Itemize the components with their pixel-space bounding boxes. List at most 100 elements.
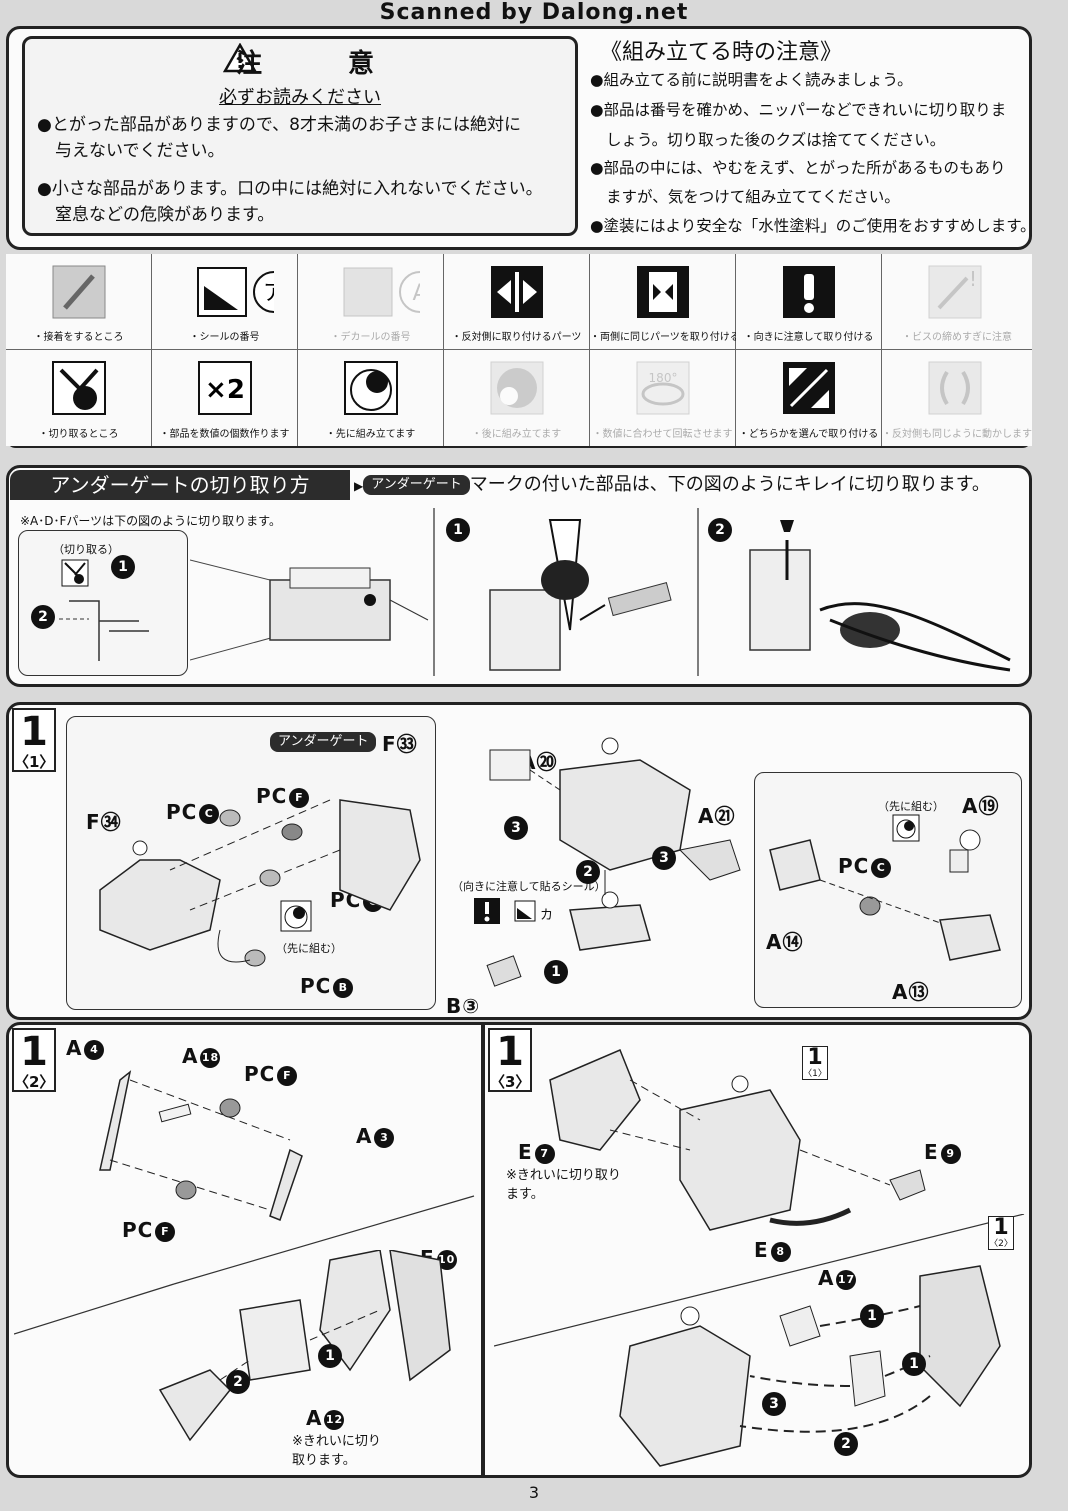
step-1-3-number: 1 〈3〉 <box>488 1028 532 1092</box>
sequence-2: 2 <box>576 860 600 884</box>
undergate-step-1: 1 <box>446 518 470 542</box>
scan-header: Scanned by Dalong.net <box>379 0 689 25</box>
legend-assemble-later: ・後に組み立てます <box>444 350 590 446</box>
step-1-2-number: 1 〈2〉 <box>12 1028 56 1092</box>
legend-orientation: ・向きに注意して取り付ける <box>736 254 882 350</box>
assembly-note-3: しょう。切り取った後のクズは捨ててください。 <box>606 131 946 149</box>
sequence-3: 3 <box>504 816 528 840</box>
caution-box: 注 意 必ずお読みください ●とがった部品がありますので、8才未満のお子さまには… <box>22 36 578 236</box>
legend-label: ・両側に同じパーツを取り付ける <box>590 332 740 343</box>
part-label-F33: F㉝ <box>382 732 418 756</box>
sticker-icon <box>514 900 536 922</box>
assembly-note-2: ●部品は番号を確かめ、ニッパーなどできれいに切り取りま <box>590 101 1007 119</box>
legend-label: ・切り取るところ <box>38 429 119 440</box>
svg-text:ア: ア <box>263 281 274 306</box>
caution-title: 注 意 <box>235 49 404 79</box>
legend-screw: ! ・ビスの締めすぎに注意 <box>882 254 1032 350</box>
first-assemble-note: （先に組む） <box>276 942 342 955</box>
part-label-A13: A⑬ <box>892 980 930 1004</box>
legend-label: ・接着をするところ <box>33 332 124 343</box>
step-1-1-number: 1 〈1〉 <box>12 708 56 772</box>
assemble-first-icon <box>892 814 920 842</box>
step-number: 1 <box>496 1029 524 1075</box>
brush-icon <box>52 265 106 319</box>
body-assembly-drawing <box>549 1049 926 1231</box>
multiply-two-icon: ×2 <box>198 361 252 415</box>
sticker-icon: ア <box>197 267 274 317</box>
step-1-1-subassembly-right <box>754 772 1022 1008</box>
legend-label: ・数値に合わせて回転させます <box>592 429 733 440</box>
caution-subtitle: 必ずお読みください <box>219 87 381 108</box>
nipper-icon <box>61 559 89 587</box>
assembly-notes-title: 《組み立てる時の注意》 <box>600 40 843 65</box>
svg-text:×2: ×2 <box>205 375 245 405</box>
part-label-F34: F㉞ <box>86 810 122 834</box>
reference-step-1-2: 1〈2〉 <box>988 1215 1014 1250</box>
caution-line-2: 与えないでください。 <box>55 141 225 161</box>
final-assembly-drawing <box>619 1265 1001 1467</box>
svg-text:A: A <box>412 281 420 306</box>
assemble-first-icon <box>344 361 398 415</box>
step-substep: 〈2〉 <box>14 1073 55 1091</box>
step-panel <box>6 1022 484 1478</box>
part-label-B3: B③ <box>446 994 481 1018</box>
sequence-1: 1 <box>902 1352 926 1376</box>
legend-sticker: ア ・シールの番号 <box>152 254 298 350</box>
cut-step-1: 1 <box>111 555 135 579</box>
legend-both-sides: ・両側に同じパーツを取り付ける <box>590 254 740 350</box>
legend-label: ・デカールの番号 <box>330 332 411 343</box>
step-1-3-divider <box>494 1214 1025 1347</box>
undergate-step-2: 2 <box>708 518 732 542</box>
undergate-instruction: マークの付いた部品は、下の図のようにキレイに切り取ります。 <box>469 474 990 495</box>
undergate-step-divider-2 <box>697 508 699 676</box>
first-assemble-note-2: （先に組む） <box>878 800 944 813</box>
legend-label: ・先に組み立てます <box>325 429 416 440</box>
assembly-note-1: ●組み立てる前に説明書をよく読みましょう。 <box>590 71 913 89</box>
sequence-2: 2 <box>226 1370 250 1394</box>
undergate-instruction-row: ▶アンダーゲートマークの付いた部品は、下の図のようにキレイに切り取ります。 <box>354 470 1030 500</box>
sequence-1: 1 <box>544 960 568 984</box>
legend-label: ・後に組み立てます <box>471 429 562 440</box>
legend-label: ・シールの番号 <box>189 332 260 343</box>
sequence-3: 3 <box>652 846 676 870</box>
cut-label: （切り取る） <box>53 543 119 556</box>
assemble-later-icon <box>490 361 544 415</box>
rotate-icon: 180° <box>636 361 690 415</box>
legend-assemble-first: ・先に組み立てます <box>298 350 444 446</box>
legend-opposite-side: ・反対側に取り付けるパーツ <box>444 254 590 350</box>
sticker-orientation-note: （向きに注意して貼るシール） <box>452 880 606 893</box>
assemble-first-icon <box>280 900 312 932</box>
nipper-cut-drawing-1 <box>489 519 672 671</box>
undergate-note: ※A･D･Fパーツは下の図のように切り取ります。 <box>20 514 281 528</box>
exclamation-icon <box>474 898 500 924</box>
legend-rotate: 180° ・数値に合わせて回転させます <box>590 350 736 446</box>
screw-icon: ! <box>928 265 982 319</box>
legend-cut: ・切り取るところ <box>6 350 152 446</box>
gate-detail-drawing <box>59 600 149 661</box>
caution-line-3: ●小さな部品があります。口の中には絶対に入れないでください。 <box>37 179 543 199</box>
nipper-cut-drawing-2 <box>749 520 1011 672</box>
sequence-3: 3 <box>762 1392 786 1416</box>
legend-label: ・反対側も同じように動かします <box>882 429 1032 440</box>
step-1-2-divider <box>14 1195 475 1335</box>
legend-label: ・向きに注意して取り付ける <box>743 332 874 343</box>
step-number: 1 <box>20 709 48 755</box>
shoulder-assembly-drawing <box>769 829 1001 961</box>
step-substep: 〈1〉 <box>14 753 55 771</box>
caution-line-4: 窒息などの危険があります。 <box>55 205 275 225</box>
legend-glue: ・接着をするところ <box>6 254 152 350</box>
part-label-A14: A⑭ <box>766 930 804 954</box>
assembly-note-5: ますが、気をつけて組み立ててください。 <box>606 188 900 206</box>
legend-decal: A ・デカールの番号 <box>298 254 444 350</box>
part-label-A21: A㉑ <box>698 804 736 828</box>
legend-label: ・どちらかを選んで取り付ける <box>738 429 879 440</box>
icon-legend-grid: ・接着をするところ ア ・シールの番号 A ・デカールの番号 ・反対側に取り付け… <box>6 254 1032 447</box>
